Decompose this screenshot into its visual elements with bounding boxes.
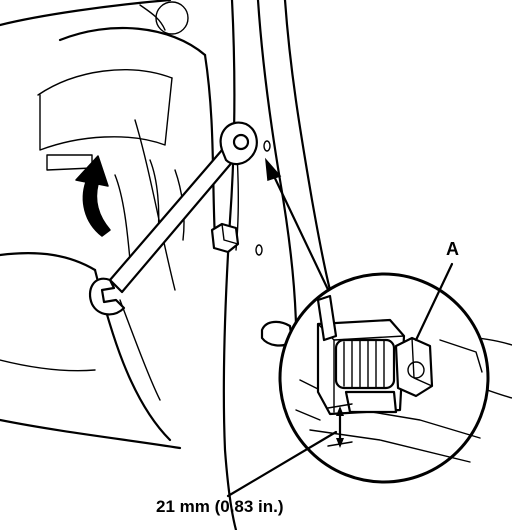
dimension-marker [327,403,353,448]
detail-leader-arrow [265,157,334,300]
hex-nut [210,222,240,254]
panel-hole [255,244,263,256]
panel-hole [263,140,271,152]
adjuster-nut-a [394,336,434,398]
dimension-label: 21 mm (0.83 in.) [156,497,284,516]
wrench [88,121,258,316]
callout-label-a: A [446,239,459,259]
detail-magnifier [278,272,490,484]
adjuster-spring [334,338,396,390]
dimension-leader [226,430,338,498]
callout-a-leader [414,262,454,342]
transmission-housing [0,0,217,450]
rotation-arrow-icon [75,155,111,237]
